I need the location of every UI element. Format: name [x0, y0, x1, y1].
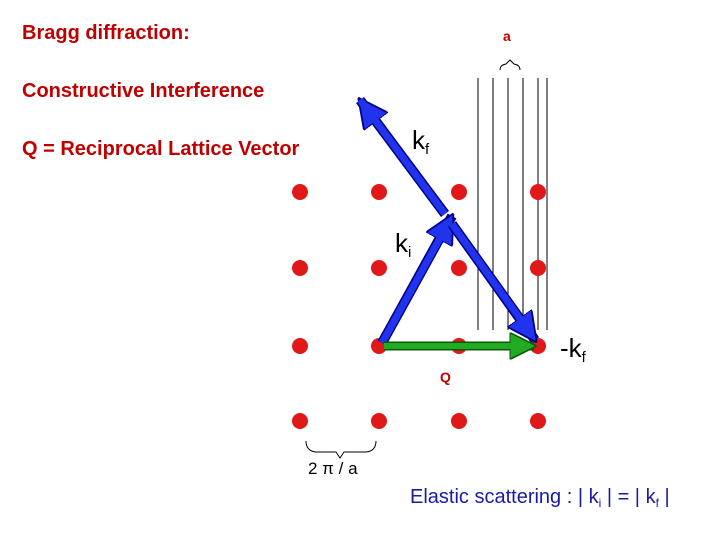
constructive-interference-label: Constructive Interference — [22, 80, 265, 102]
q-definition-label: Q = Reciprocal Lattice Vector — [22, 138, 300, 160]
lattice-point — [371, 260, 387, 276]
spacing-brace — [499, 59, 521, 71]
lattice-point — [530, 184, 546, 200]
q-label: Q — [440, 369, 451, 385]
period-label: 2 π / a — [308, 459, 358, 478]
lattice-planes — [477, 78, 548, 330]
spacing-label: a — [503, 28, 511, 44]
vector-ki — [377, 216, 457, 346]
ki-label: ki — [395, 228, 412, 261]
vector-minus-kf — [447, 221, 540, 340]
lattice-point — [371, 184, 387, 200]
lattice-point — [292, 184, 308, 200]
lattice-point — [292, 413, 308, 429]
lattice-point — [371, 413, 387, 429]
elastic-scattering-label: Elastic scattering : | ki | = | kf | — [410, 486, 670, 510]
lattice-point — [530, 260, 546, 276]
kf-label: kf — [412, 125, 430, 158]
minus-kf-label: -kf — [560, 333, 586, 366]
lattice-point — [451, 413, 467, 429]
lattice-point — [451, 260, 467, 276]
vector-kf — [355, 100, 450, 217]
lattice-point — [530, 413, 546, 429]
title: Bragg diffraction: — [22, 22, 190, 44]
lattice-point — [292, 338, 308, 354]
period-brace — [305, 440, 377, 459]
lattice-point — [451, 184, 467, 200]
lattice-point — [292, 260, 308, 276]
